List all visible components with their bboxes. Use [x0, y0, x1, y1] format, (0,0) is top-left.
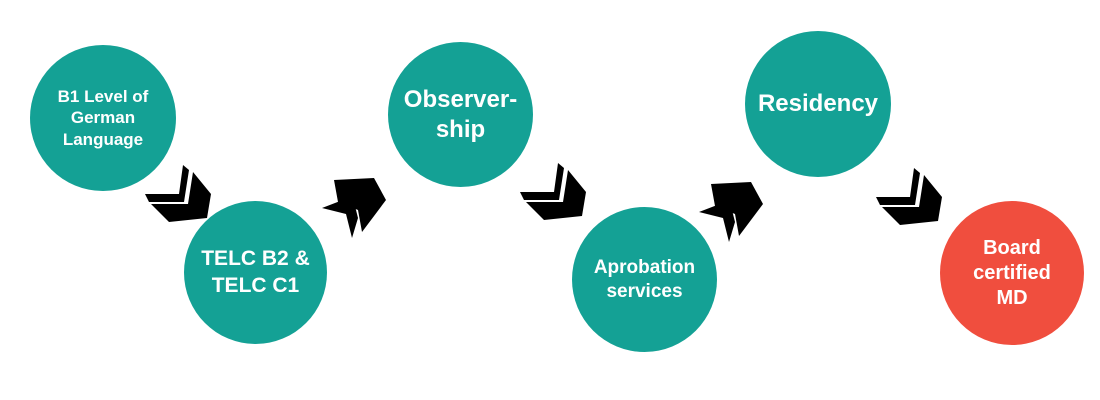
step-label: Aprobation services [593, 256, 696, 302]
double-chevron-up-right-icon [320, 172, 390, 242]
double-chevron-up-right-icon [697, 176, 767, 246]
step-b1-german: B1 Level of German Language [30, 45, 176, 191]
double-chevron-down-right-icon [874, 163, 944, 233]
double-chevron-down-right-icon [143, 160, 213, 230]
step-label: Observer- ship [403, 85, 518, 143]
double-chevron-down-right-icon [518, 158, 588, 228]
step-observership: Observer- ship [388, 42, 533, 187]
step-label: Board certified MD [973, 236, 1051, 309]
step-label: TELC B2 & TELC C1 [201, 247, 310, 297]
step-label: B1 Level of German Language [57, 87, 149, 149]
step-aprobation: Aprobation services [572, 207, 717, 352]
step-telc: TELC B2 & TELC C1 [184, 201, 327, 344]
step-board-certified: Board certified MD [940, 201, 1084, 345]
step-label: Residency [757, 90, 879, 117]
step-residency: Residency [745, 31, 891, 177]
